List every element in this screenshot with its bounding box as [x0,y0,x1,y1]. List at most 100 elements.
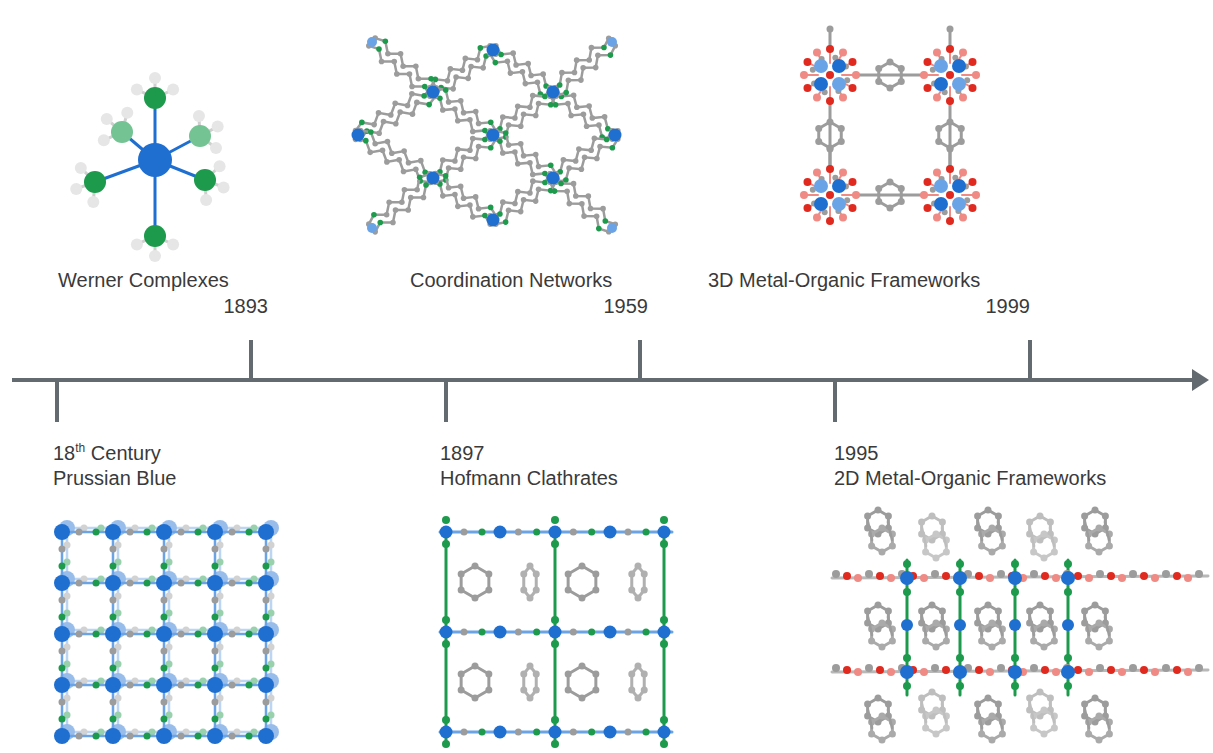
atom [557,82,563,88]
atom [59,597,66,604]
atom [939,608,946,615]
atom [110,648,117,655]
atom [595,52,601,58]
atom [815,138,822,145]
atom [229,580,236,587]
atom [602,218,608,224]
atom [942,666,950,674]
atom [604,726,617,739]
atom [396,157,402,163]
linker-chain [556,174,615,224]
atom [212,597,219,604]
atom [885,608,892,615]
atom [530,93,536,99]
atom [1096,570,1104,578]
era-name: Coordination Networks [410,268,612,292]
atom [195,733,202,740]
atom [887,668,895,676]
atom [1195,664,1203,672]
atom [865,664,873,672]
atom [549,626,562,639]
atom [1162,664,1170,672]
atom [959,48,967,56]
atom [371,212,377,218]
atom [956,560,964,568]
atom [372,141,378,147]
atom [1030,664,1038,672]
atom [442,640,450,648]
atom [934,77,948,91]
atom [399,199,405,205]
atom [1096,737,1103,744]
atom [542,180,548,186]
bond [1050,617,1054,635]
atom [414,100,420,106]
atom [551,640,559,648]
era-name: Werner Complexes [58,268,229,292]
atom [553,102,559,108]
ring [879,62,902,88]
atom [803,58,811,66]
atom [660,516,668,524]
bond [922,704,926,722]
atom [405,207,411,213]
atom [875,198,882,205]
atom [385,139,391,145]
atom [212,563,219,570]
linker-chain [430,46,490,88]
atom [212,699,219,706]
atom [947,26,954,33]
ring [819,122,842,148]
atom [839,168,847,176]
bond [868,522,872,540]
atom [920,668,928,676]
atom [972,71,980,79]
atom [1129,570,1137,578]
atom [530,172,536,178]
atom [571,93,577,99]
atom [410,111,416,117]
atom [551,740,559,748]
atom [815,125,822,132]
atom [520,571,527,578]
atom [390,220,396,226]
bond [1105,617,1109,635]
atom [246,733,253,740]
atom [443,87,449,93]
atom [889,638,896,645]
bond [888,617,892,635]
atom [458,166,464,172]
atom [588,629,595,636]
atom [826,165,834,173]
atom [879,549,886,556]
atom [641,687,648,694]
atom [76,682,83,689]
atom [500,114,506,120]
atom [1047,695,1054,702]
atom [485,571,492,578]
atom [839,48,847,56]
atom [989,620,996,627]
atom [542,171,548,177]
atom [440,526,453,539]
atom [212,614,219,621]
atom [978,731,985,738]
atom [510,50,516,56]
atom [442,740,450,748]
atom [518,141,524,147]
atom [1026,695,1033,702]
atom [391,59,397,65]
atom [931,570,939,578]
atom [207,626,223,642]
atom [898,185,905,192]
bond [868,617,872,635]
atom [445,78,451,84]
atom [879,713,886,720]
atom [506,208,512,214]
atom [105,575,121,591]
atom [1140,572,1148,580]
atom [868,638,875,645]
atom [380,147,386,153]
atom [156,677,172,693]
bond [1105,710,1109,728]
